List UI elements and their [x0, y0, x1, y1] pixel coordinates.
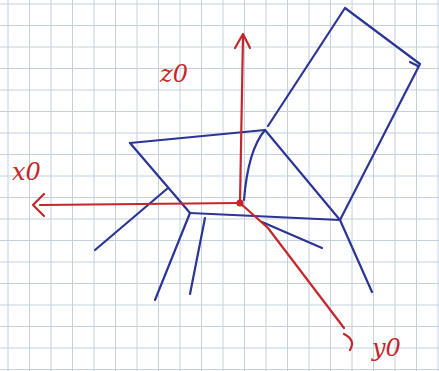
grid-line: [0, 111, 439, 112]
grid-line: [0, 68, 439, 69]
grid-line: [158, 0, 159, 371]
grid-line: [395, 0, 396, 371]
grid-line: [330, 0, 331, 371]
grid-line: [201, 0, 202, 371]
chair-leg: [190, 218, 205, 294]
y-arrowhead: [344, 334, 352, 350]
grid-line: [287, 0, 288, 371]
grid-line: [0, 283, 439, 284]
seat-contour: [244, 130, 265, 200]
grid-line: [0, 176, 439, 177]
backrest: [268, 8, 420, 220]
grid-line: [137, 0, 138, 371]
z-arrowhead: [235, 34, 250, 48]
grid-line: [223, 0, 224, 371]
grid-line: [29, 0, 30, 371]
grid-line: [180, 0, 181, 371]
grid-line: [373, 0, 374, 371]
axis-label: z0: [160, 62, 188, 86]
grid-line: [416, 0, 417, 371]
chair-leg: [340, 220, 372, 292]
grid-line: [94, 0, 95, 371]
grid-line: [0, 219, 439, 220]
grid-line: [352, 0, 353, 371]
chair-rail: [262, 222, 322, 248]
axis-label: x0: [12, 160, 41, 184]
grid-line: [266, 0, 267, 371]
origin-dot: [238, 201, 243, 206]
grid-line: [0, 326, 439, 327]
x-arrowhead: [33, 194, 44, 216]
grid-line: [0, 25, 439, 26]
grid-line: [0, 240, 439, 241]
seat-back-edge: [130, 130, 265, 143]
chair-leg: [155, 213, 190, 300]
grid-line: [0, 197, 439, 198]
seat-right-edge: [265, 130, 340, 220]
grid-line: [0, 305, 439, 306]
grid-line: [438, 0, 439, 371]
grid-line: [51, 0, 52, 371]
axis-label: y0: [372, 336, 401, 360]
grid-line: [0, 4, 439, 5]
grid-line: [0, 369, 439, 370]
grid-line: [309, 0, 310, 371]
grid-line: [72, 0, 73, 371]
grid-line: [115, 0, 116, 371]
backrest-corner: [410, 62, 418, 66]
coordinate-frame: [33, 34, 352, 350]
z-axis: [240, 36, 243, 203]
x-axis: [40, 203, 240, 205]
y-axis: [240, 203, 344, 328]
chair-drawing: [95, 8, 420, 300]
seat-front-edge: [190, 213, 340, 220]
grid-line: [0, 47, 439, 48]
chair-leg: [95, 188, 168, 250]
grid-line: [0, 90, 439, 91]
grid-line: [0, 262, 439, 263]
grid-line: [8, 0, 9, 371]
